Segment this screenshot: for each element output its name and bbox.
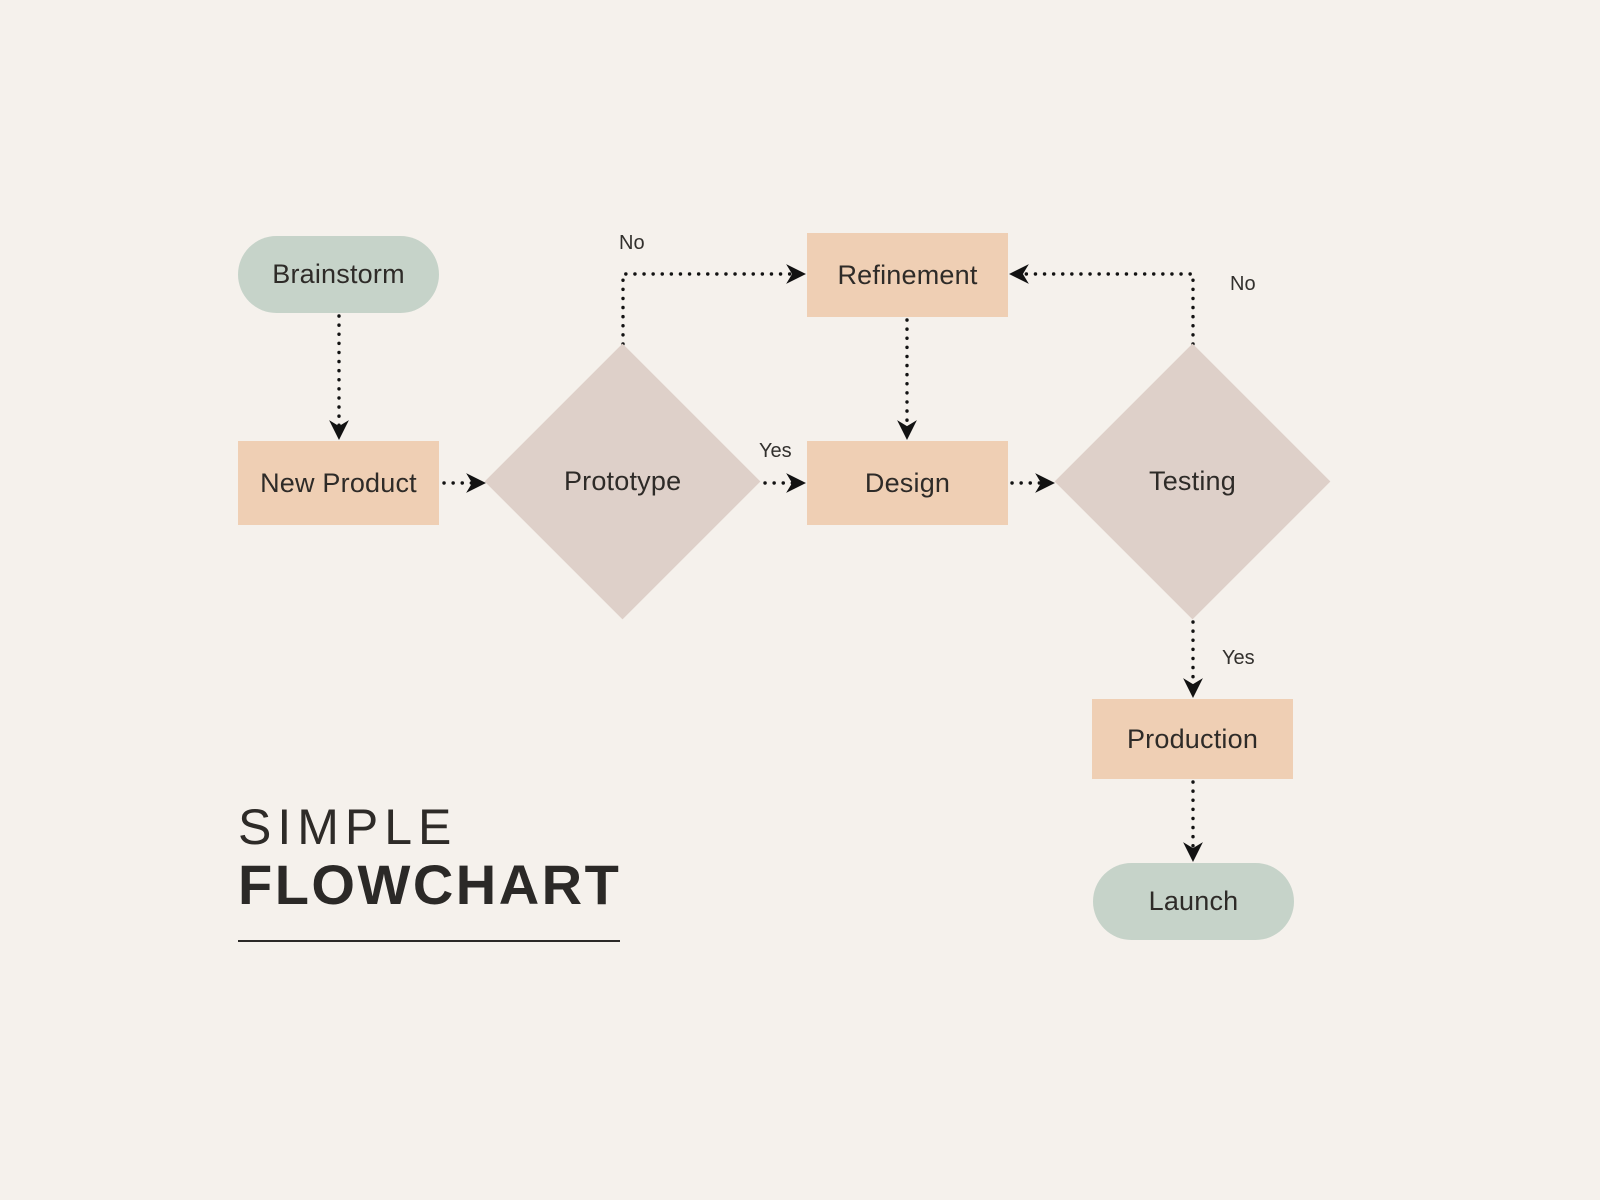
node-refinement[interactable]: Refinement — [807, 233, 1008, 317]
node-design-label: Design — [864, 467, 951, 498]
node-prototype[interactable]: Prototype — [484, 343, 761, 620]
node-new-product-label: New Product — [260, 467, 417, 498]
node-launch-label: Launch — [1148, 886, 1239, 916]
edge-testing-no-to-refinement — [1009, 264, 1195, 346]
page-title-line-2: FLOWCHART — [238, 853, 622, 916]
node-prototype-label: Prototype — [563, 466, 682, 496]
edge-label-no-prototype: No — [619, 232, 645, 254]
node-refinement-label: Refinement — [837, 259, 978, 290]
node-brainstorm-label: Brainstorm — [272, 259, 405, 289]
title-block: SIMPLE FLOWCHART — [238, 800, 658, 942]
node-testing-label: Testing — [1149, 465, 1236, 496]
node-design[interactable]: Design — [807, 441, 1008, 525]
edge-prototype-no-to-refinement — [621, 264, 806, 346]
node-production-label: Production — [1126, 723, 1259, 754]
edge-label-yes-prototype: Yes — [759, 440, 792, 462]
edge-label-yes-testing: Yes — [1222, 647, 1255, 669]
node-new-product[interactable]: New Product — [238, 441, 439, 525]
node-launch[interactable]: Launch — [1093, 863, 1294, 940]
page-title-line-1: SIMPLE — [238, 799, 458, 855]
title-underline-rule — [238, 939, 620, 942]
node-production[interactable]: Production — [1092, 699, 1293, 779]
edge-label-no-testing: No — [1230, 273, 1256, 295]
node-testing[interactable]: Testing — [1054, 343, 1331, 620]
node-brainstorm[interactable]: Brainstorm — [238, 236, 439, 313]
